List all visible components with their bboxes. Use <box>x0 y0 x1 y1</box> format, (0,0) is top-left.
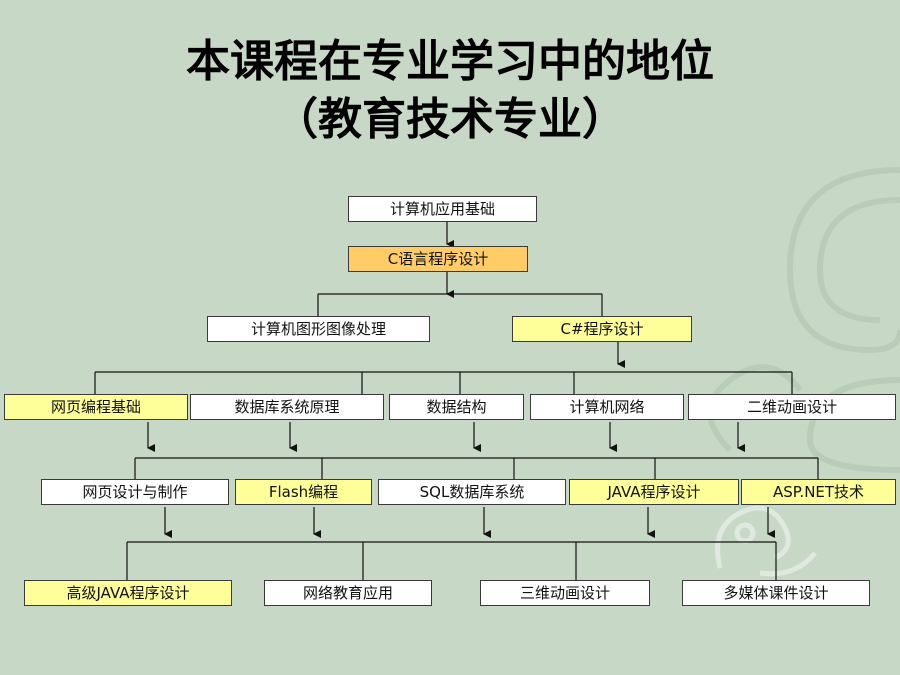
node-advanced-java: 高级JAVA程序设计 <box>24 580 232 606</box>
node-computer-networks: 计算机网络 <box>530 394 684 420</box>
node-flash-programming: Flash编程 <box>235 479 372 505</box>
node-3d-animation-design: 三维动画设计 <box>480 580 650 606</box>
node-computer-application-basics: 计算机应用基础 <box>348 196 537 222</box>
node-data-structures: 数据结构 <box>389 394 524 420</box>
page-subtitle: （教育技术专业） <box>274 94 626 145</box>
node-web-design-production: 网页设计与制作 <box>41 479 229 505</box>
node-c-programming: C语言程序设计 <box>348 246 528 272</box>
seal-emblem <box>715 505 817 577</box>
node-graphics-image-processing: 计算机图形图像处理 <box>207 316 430 342</box>
node-web-programming-basics: 网页编程基础 <box>4 394 188 420</box>
node-aspnet: ASP.NET技术 <box>741 479 896 505</box>
node-multimedia-courseware: 多媒体课件设计 <box>682 580 870 606</box>
node-2d-animation-design: 二维动画设计 <box>688 394 896 420</box>
node-database-principles: 数据库系统原理 <box>190 394 384 420</box>
node-sql-database: SQL数据库系统 <box>378 479 566 505</box>
node-java-programming: JAVA程序设计 <box>569 479 739 505</box>
node-csharp-programming: C#程序设计 <box>512 316 692 342</box>
page-title: 本课程在专业学习中的地位 <box>186 36 714 87</box>
node-network-education: 网络教育应用 <box>264 580 432 606</box>
